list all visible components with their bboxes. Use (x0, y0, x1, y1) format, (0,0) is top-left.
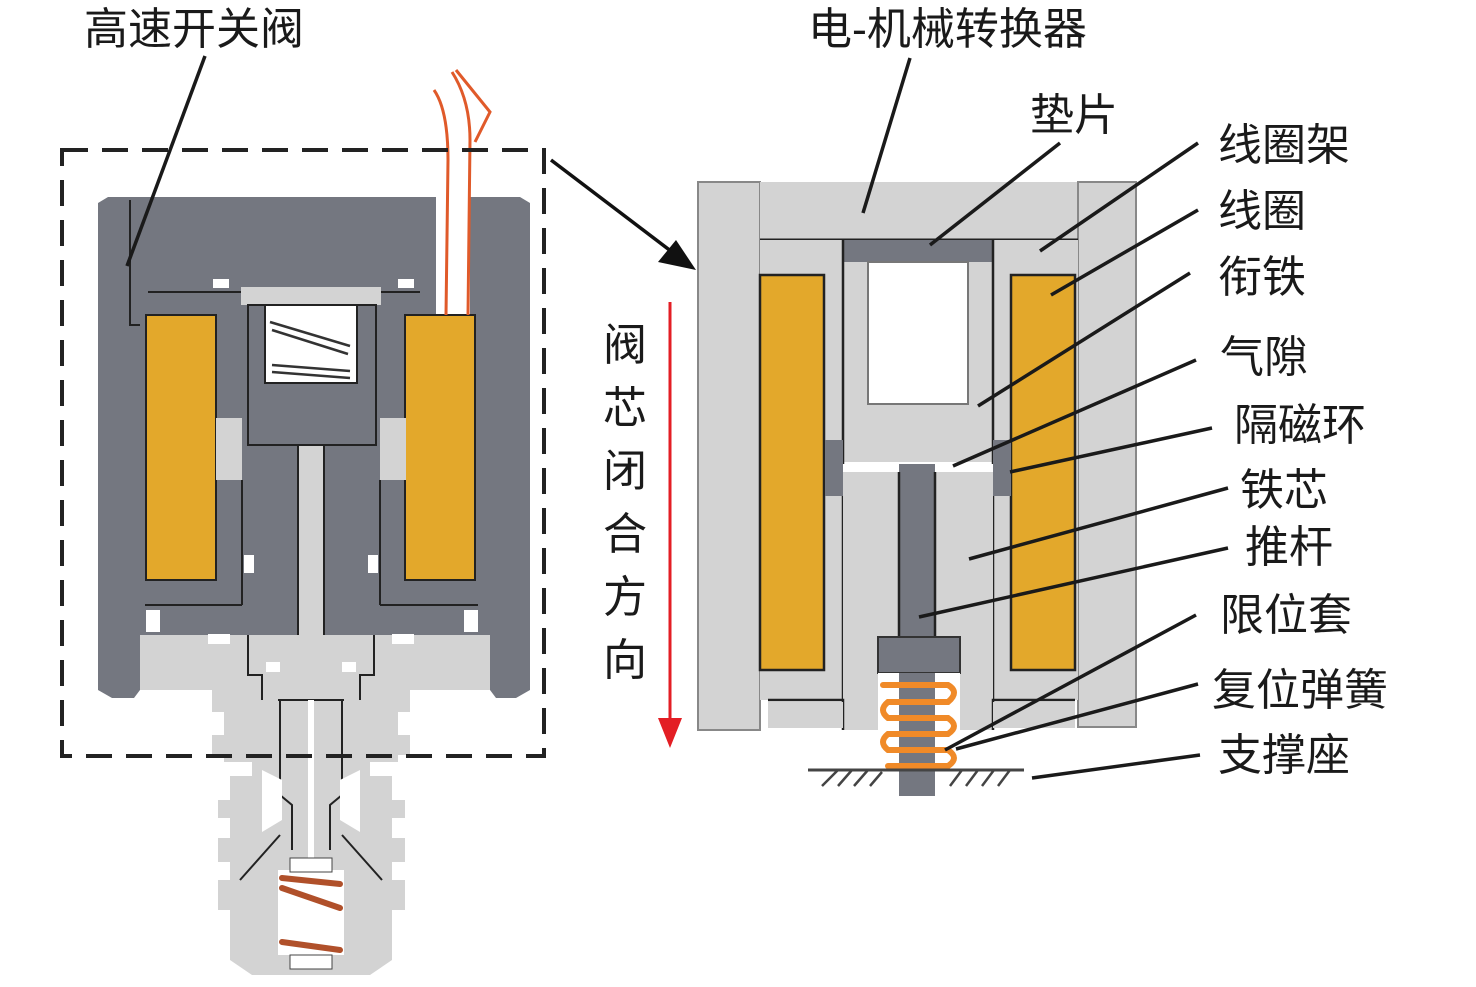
label-air-gap: 气隙 (1220, 332, 1308, 383)
label-push-rod: 推杆 (1245, 522, 1333, 573)
lead-wire (432, 89, 450, 316)
isolation-ring-right (993, 440, 1011, 496)
label-iron-core: 铁芯 (1240, 465, 1328, 516)
zoom-region-box (60, 148, 546, 758)
direction-char: 方 (603, 572, 647, 623)
arrow-head-icon (658, 718, 682, 748)
support-base (808, 768, 1024, 787)
direction-char: 阀 (603, 320, 647, 371)
title-electromechanical-converter: 电-机械转换器 (808, 4, 1087, 55)
coil-left (760, 275, 824, 670)
zoom-arrow (549, 158, 696, 270)
label-return-spring: 复位弹簧 (1212, 665, 1388, 716)
limit-sleeve (878, 637, 960, 673)
label-coil-frame: 线圈架 (1218, 120, 1350, 171)
label-coil: 线圈 (1218, 186, 1306, 237)
electromechanical-converter (697, 181, 1137, 796)
label-isolation-ring: 隔磁环 (1234, 400, 1366, 451)
outer-shell-top (760, 182, 1078, 240)
isolation-ring-left (825, 440, 843, 496)
label-limit-sleeve: 限位套 (1220, 590, 1352, 641)
outer-shell-left (698, 182, 760, 730)
label-armature: 衔铁 (1218, 252, 1306, 303)
label-support-base: 支撑座 (1218, 730, 1350, 781)
coil-right (1011, 275, 1075, 670)
right-valve-coil (405, 315, 475, 580)
valve-body (140, 635, 490, 975)
valve-close-direction-arrow (658, 302, 682, 748)
direction-char: 芯 (603, 383, 647, 434)
direction-label: 阀 芯 闭 合 方 向 (603, 320, 647, 686)
return-spring (880, 682, 957, 769)
direction-char: 闭 (603, 446, 647, 497)
direction-char: 向 (603, 635, 647, 686)
direction-char: 合 (603, 509, 647, 560)
wire-channel (436, 197, 470, 315)
label-shim: 垫片 (1030, 90, 1118, 141)
high-speed-valve-section (98, 69, 530, 975)
leader-lines (125, 55, 1229, 780)
shim (843, 240, 993, 262)
title-high-speed-valve: 高速开关阀 (84, 4, 304, 55)
left-valve-coil (146, 315, 216, 580)
armature-cavity (867, 261, 969, 405)
